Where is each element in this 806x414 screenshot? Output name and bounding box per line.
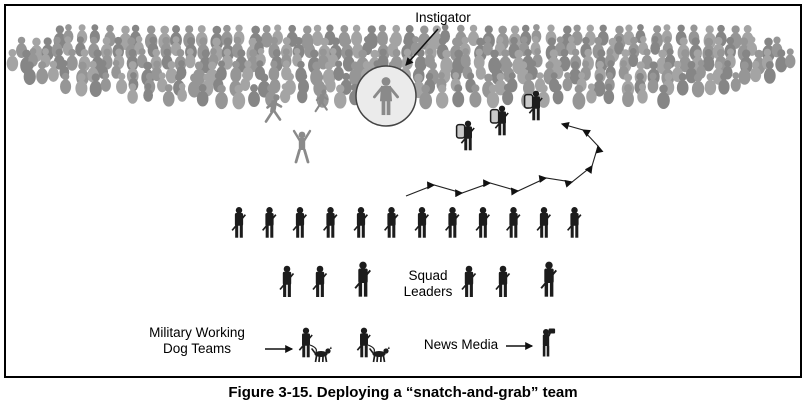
assault-line-soldiers: [231, 206, 582, 239]
label-squad-leaders: Squad Leaders: [392, 268, 464, 300]
dog-team-figures: [298, 326, 391, 363]
figure-caption: Figure 3-15. Deploying a “snatch-and-gra…: [228, 384, 578, 401]
instigator-arrow: [405, 28, 439, 66]
label-dog-teams: Military Working Dog Teams: [132, 325, 262, 357]
label-news-media: News Media: [423, 337, 499, 352]
news-media-figure: [541, 327, 557, 358]
label-dog-teams-line2: Dog Teams: [162, 341, 232, 356]
deployment-path-arrow: [405, 122, 604, 198]
figure-diagram: Instigator Squad Leaders Military Workin…: [4, 4, 802, 378]
diagram-canvas: [6, 23, 796, 363]
label-squad-leaders-line2: Leaders: [403, 284, 453, 299]
arms-raised-civilian-icon: [292, 129, 312, 164]
label-dog-teams-line1: Military Working: [149, 325, 245, 340]
label-instigator: Instigator: [415, 10, 471, 25]
label-squad-leaders-line1: Squad: [408, 268, 448, 283]
